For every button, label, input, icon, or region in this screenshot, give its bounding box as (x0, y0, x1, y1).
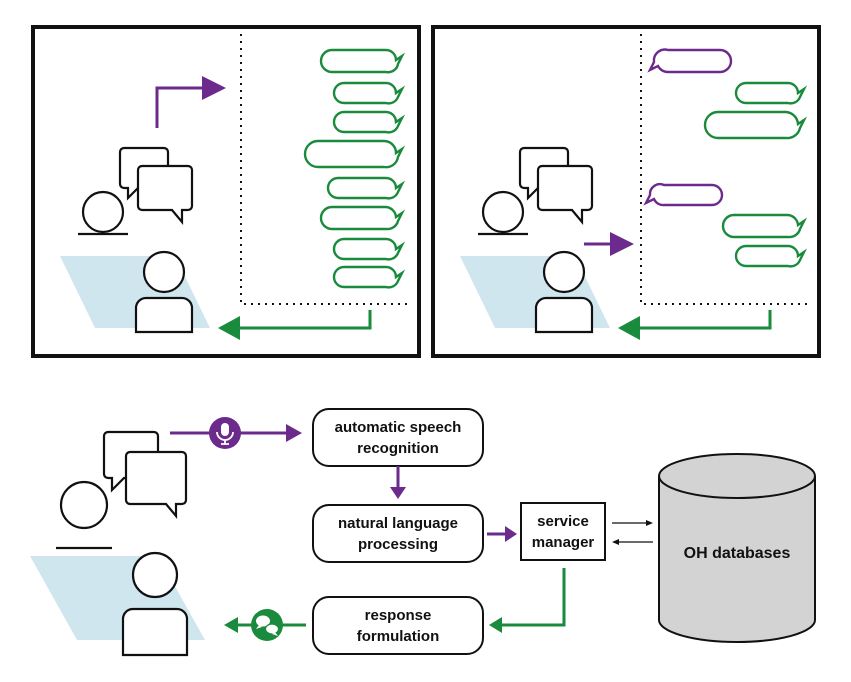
purple-arrow (155, 86, 206, 128)
message-bubble (332, 265, 406, 289)
person-icon (121, 551, 189, 657)
message-bubble (734, 81, 808, 105)
nlp-label-line2: processing (358, 536, 438, 553)
message-bubble (643, 183, 724, 207)
panel-right (431, 25, 821, 358)
user-messages (643, 48, 733, 207)
message-bubble (319, 205, 406, 231)
message-bubble (303, 139, 406, 169)
asr-label-line2: recognition (357, 440, 439, 457)
response-label-line2: formulation (357, 628, 440, 645)
speech-bubbles-icon (102, 430, 188, 520)
message-bubble (734, 244, 808, 268)
message-bubble (332, 110, 406, 134)
database-label: OH databases (684, 545, 791, 562)
message-bubble (332, 237, 406, 261)
message-bubble (721, 213, 808, 239)
database-icon: OH databases (658, 453, 816, 643)
response-box: response formulation (312, 596, 484, 655)
service-to-response-arrow (500, 568, 566, 627)
system-messages (703, 81, 808, 268)
nlp-label-line1: natural language (338, 515, 458, 532)
message-bubble (703, 110, 808, 140)
message-bubble (332, 81, 406, 105)
message-bubble (326, 176, 406, 200)
green-arrow (636, 310, 772, 330)
microphone-icon (209, 417, 241, 449)
chat-bubbles-icon (251, 609, 283, 641)
service-label-line2: manager (532, 534, 595, 551)
message-bubble (319, 48, 406, 74)
person-icon (56, 480, 112, 550)
message-stack (303, 48, 406, 289)
service-manager-box: service manager (520, 502, 606, 561)
asr-label-line1: automatic speech (335, 419, 462, 436)
green-arrow (236, 310, 372, 330)
nlp-box: natural language processing (312, 504, 484, 563)
service-label-line1: service (537, 513, 589, 530)
response-label-line1: response (365, 607, 432, 624)
panel-left (31, 25, 421, 358)
message-bubble (647, 48, 733, 74)
pipeline-diagram: automatic speech recognition natural lan… (30, 408, 816, 657)
asr-box: automatic speech recognition (312, 408, 484, 467)
